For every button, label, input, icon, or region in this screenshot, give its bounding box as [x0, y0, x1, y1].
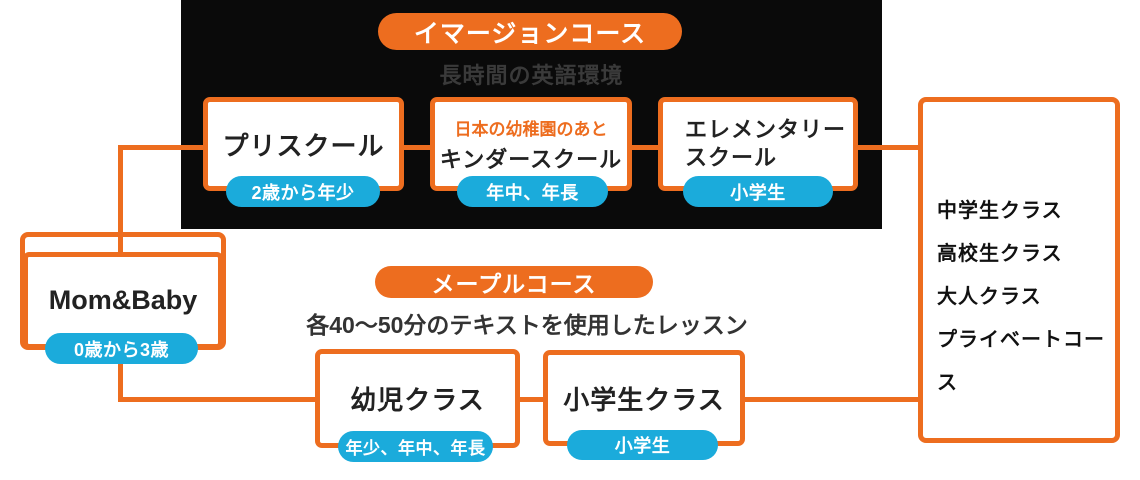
other-course-item-kokosei: 高校生クラス — [937, 243, 1063, 265]
card-elementary-title-line2: スクール — [685, 145, 778, 170]
connector-preschool-kinder — [404, 145, 430, 150]
card-preschool-title: プリスクール — [222, 130, 385, 161]
maple-course-title: メープルコース — [431, 271, 597, 297]
other-courses-box: 中学生クラス 高校生クラス 大人クラス プライベートコース — [918, 97, 1120, 443]
maple-course-title-pill: メープルコース — [375, 266, 653, 298]
badge-elementary-age: 小学生 — [683, 176, 833, 207]
badge-preschool-age: 2歳から年少 — [226, 176, 380, 207]
immersion-course-title: イマージョンコース — [413, 19, 647, 48]
other-course-item-private: プライベートコース — [937, 329, 1105, 394]
connector-youji-shogaku — [520, 397, 543, 402]
card-mombaby-title: Mom&Baby — [48, 285, 198, 315]
card-preschool: プリスクール — [203, 97, 404, 191]
card-mombaby: Mom&Baby — [23, 252, 223, 349]
connector-vertical-bottom — [118, 349, 123, 402]
badge-youji-age: 年少、年中、年長 — [338, 431, 493, 462]
badge-mombaby-age: 0歳から3歳 — [45, 333, 198, 364]
connector-mombaby-youji — [118, 397, 315, 402]
other-course-item-otona: 大人クラス — [937, 286, 1042, 308]
connector-shogaku-other — [745, 397, 918, 402]
card-youji-title: 幼児クラス — [350, 385, 485, 415]
maple-course-subtitle: 各40〜50分のテキストを使用したレッスン — [306, 312, 748, 338]
other-course-item-chugakusei: 中学生クラス — [937, 200, 1063, 222]
card-kindergarten-title: キンダースクール — [439, 146, 623, 172]
card-elementary: エレメンタリー スクール — [658, 97, 858, 191]
badge-kindergarten-age: 年中、年長 — [457, 176, 608, 207]
connector-kinder-elementary — [632, 145, 658, 150]
card-elementary-title-line1: エレメンタリー — [685, 117, 847, 142]
connector-vertical-top — [118, 145, 123, 252]
immersion-course-subtitle: 長時間の英語環境 — [439, 63, 624, 88]
card-kindergarten: 日本の幼稚園のあと キンダースクール — [430, 97, 632, 191]
connector-elementary-other — [858, 145, 918, 150]
card-shogakusei-title: 小学生クラス — [563, 384, 725, 415]
badge-shogakusei-age: 小学生 — [567, 430, 718, 460]
immersion-course-title-pill: イマージョンコース — [378, 13, 682, 50]
card-kindergarten-note: 日本の幼稚園のあと — [454, 119, 608, 139]
connector-preschool-left — [118, 145, 203, 150]
